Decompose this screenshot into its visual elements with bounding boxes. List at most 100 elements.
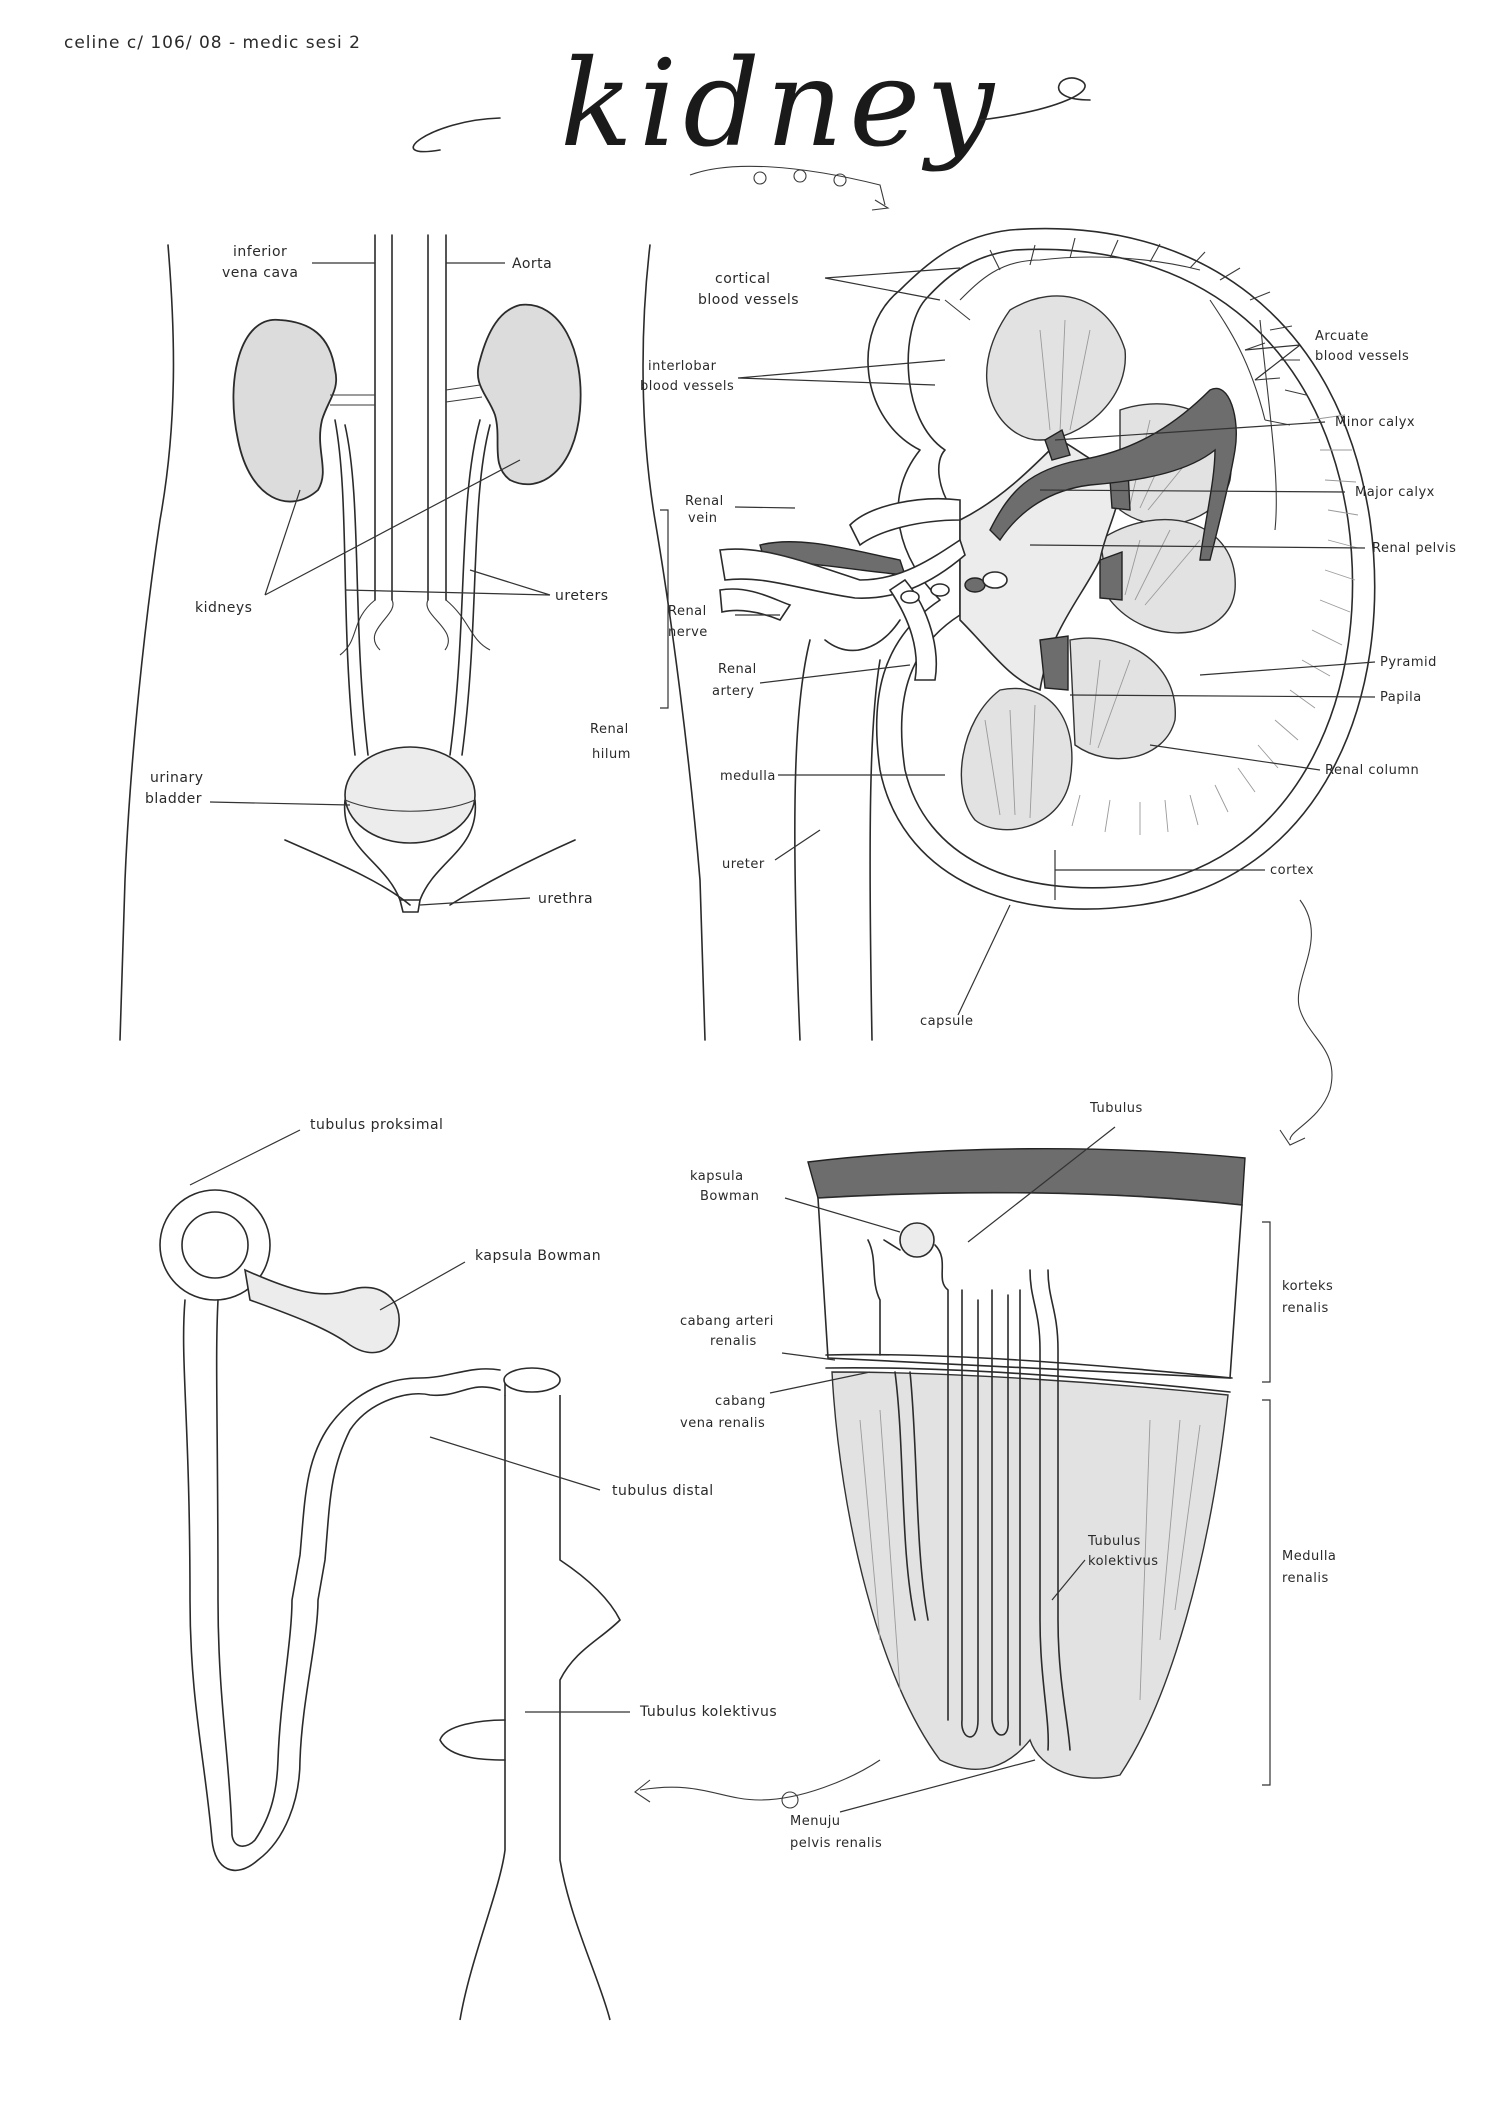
label-renal-artery-1: Renal bbox=[718, 662, 757, 677]
proximal-tubule-coil-outer bbox=[159, 1189, 271, 1301]
label-inferior-vena-cava-1: inferior bbox=[233, 244, 287, 260]
vessel-cut-dark bbox=[964, 577, 986, 593]
leader-ureter bbox=[774, 829, 821, 861]
urinary-bladder bbox=[344, 746, 476, 844]
leader-tubulus-kolektivus-lobe bbox=[1051, 1559, 1086, 1601]
aorta bbox=[427, 234, 447, 601]
renal-artery bbox=[888, 578, 938, 681]
leader-pyramid bbox=[1199, 661, 1376, 676]
loop-of-henle-outer bbox=[182, 1299, 501, 1872]
leader-tubulus-proksimal bbox=[189, 1129, 301, 1186]
vessel-cut bbox=[930, 583, 950, 597]
label-medulla-renalis-1: Medulla bbox=[1282, 1549, 1336, 1564]
leader-cabang-vena bbox=[769, 1371, 871, 1394]
right-ureter bbox=[449, 419, 491, 756]
label-tubulus-kolektivus: Tubulus kolektivus bbox=[639, 1704, 777, 1720]
leader-arcuate bbox=[1244, 344, 1301, 381]
label-renal-pelvis: Renal pelvis bbox=[1372, 541, 1456, 556]
label-cabang-arteri-2: renalis bbox=[710, 1334, 757, 1349]
leader-urethra bbox=[419, 897, 531, 906]
bracket-korteks bbox=[1262, 1221, 1271, 1383]
label-cortical-2: blood vessels bbox=[698, 292, 799, 308]
cortical-vessels bbox=[944, 237, 1307, 531]
korteks-region bbox=[817, 1191, 1243, 1379]
label-menuju-1: Menuju bbox=[790, 1814, 841, 1829]
leader-capsule bbox=[957, 904, 1011, 1016]
label-renal-hilum-1: Renal bbox=[590, 722, 629, 737]
label-cortical-1: cortical bbox=[715, 271, 771, 287]
left-kidney bbox=[232, 319, 338, 503]
label-arcuate-1: Arcuate bbox=[1315, 329, 1369, 344]
vasa-recta bbox=[894, 1371, 929, 1621]
label-interlobar-2: blood vessels bbox=[640, 379, 734, 394]
label-aorta: Aorta bbox=[512, 256, 552, 272]
bladder-base bbox=[343, 799, 477, 901]
ornament-dot bbox=[753, 171, 767, 185]
leader-tubulus-distal bbox=[429, 1436, 601, 1491]
label-major-calyx: Major calyx bbox=[1355, 485, 1435, 500]
label-kapsula-bowman: kapsula Bowman bbox=[475, 1248, 601, 1264]
label-papilla: Papila bbox=[1380, 690, 1422, 705]
label-tubulus: Tubulus bbox=[1089, 1101, 1143, 1116]
loop-of-henle-inner bbox=[215, 1299, 501, 1847]
urethra bbox=[399, 899, 421, 913]
ornament-dot bbox=[793, 169, 807, 183]
label-renal-artery-2: artery bbox=[712, 684, 754, 699]
pyramid-upper bbox=[985, 295, 1126, 441]
label-korteks-2: renalis bbox=[1282, 1301, 1329, 1316]
left-ureter bbox=[334, 419, 369, 756]
duct-branch bbox=[439, 1719, 506, 1761]
label-tubulus-proksimal: tubulus proksimal bbox=[310, 1117, 443, 1133]
label-ureters: ureters bbox=[555, 588, 609, 604]
renal-pelvis bbox=[959, 439, 1122, 692]
renal-nerve bbox=[719, 588, 792, 621]
flourish-arrow-bottom bbox=[634, 1759, 881, 1803]
leader-renal-vein bbox=[734, 506, 796, 509]
leader-interlobar bbox=[737, 359, 946, 386]
iliac-branches bbox=[339, 599, 491, 656]
hip-line-right bbox=[449, 839, 576, 906]
leader-hilum-bracket bbox=[660, 509, 669, 709]
leader-bladder bbox=[209, 801, 351, 806]
label-renal-vein-1: Renal bbox=[685, 494, 724, 509]
leader-tubulus bbox=[967, 1126, 1116, 1243]
label-inferior-vena-cava-2: vena cava bbox=[222, 265, 298, 281]
label-urinary-bladder-1: urinary bbox=[150, 770, 204, 786]
artery-branch-lobe bbox=[867, 1239, 901, 1356]
label-interlobar-1: interlobar bbox=[648, 359, 717, 374]
leader-kapsula-bowman-lobe bbox=[784, 1197, 901, 1233]
label-pyramid: Pyramid bbox=[1380, 655, 1437, 670]
label-capsule: capsule bbox=[920, 1014, 974, 1029]
collecting-duct bbox=[459, 1395, 621, 2021]
bowman-capsule bbox=[243, 1268, 400, 1354]
renal-vein bbox=[849, 497, 961, 547]
label-renal-nerve-1: Renal bbox=[668, 604, 707, 619]
leader-kidneys bbox=[264, 459, 521, 596]
nephron-diagram: tubulus proksimal kapsula Bowman tubulus… bbox=[159, 1117, 777, 2021]
label-tubulus-kolektivus-2: kolektivus bbox=[1088, 1554, 1159, 1569]
kidney-cortex bbox=[900, 248, 1354, 889]
header: celine c/ 106/ 08 - medic sesi 2 kidney bbox=[64, 33, 1091, 211]
vessel-cut bbox=[900, 590, 920, 604]
vessel-cut bbox=[982, 571, 1008, 589]
leader-minor-calyx bbox=[1054, 421, 1326, 441]
page-title: kidney bbox=[560, 35, 1000, 174]
label-cabang-vena-1: cabang bbox=[715, 1394, 766, 1409]
duct-opening bbox=[503, 1367, 561, 1393]
minor-calyx-lower bbox=[1039, 635, 1069, 691]
label-kapsula-2: Bowman bbox=[700, 1189, 759, 1204]
title-flourish-left bbox=[412, 117, 501, 153]
inferior-vena-cava bbox=[374, 234, 393, 601]
leader-renal-column bbox=[1149, 744, 1321, 771]
leader-cabang-arteri bbox=[781, 1352, 836, 1361]
leader-major-calyx bbox=[1039, 489, 1346, 493]
torso-outline-right bbox=[642, 244, 706, 1041]
label-tubulus-kolektivus-1: Tubulus bbox=[1087, 1534, 1141, 1549]
collecting-duct-lobe bbox=[1029, 1269, 1071, 1751]
pyramid-lower-right bbox=[1069, 637, 1176, 760]
leader-cortical bbox=[824, 267, 961, 301]
label-cortex: cortex bbox=[1270, 863, 1314, 878]
leader-cortex bbox=[1054, 850, 1265, 900]
minor-calyx-top bbox=[1044, 428, 1071, 461]
medulla-shading bbox=[859, 1409, 1201, 1701]
